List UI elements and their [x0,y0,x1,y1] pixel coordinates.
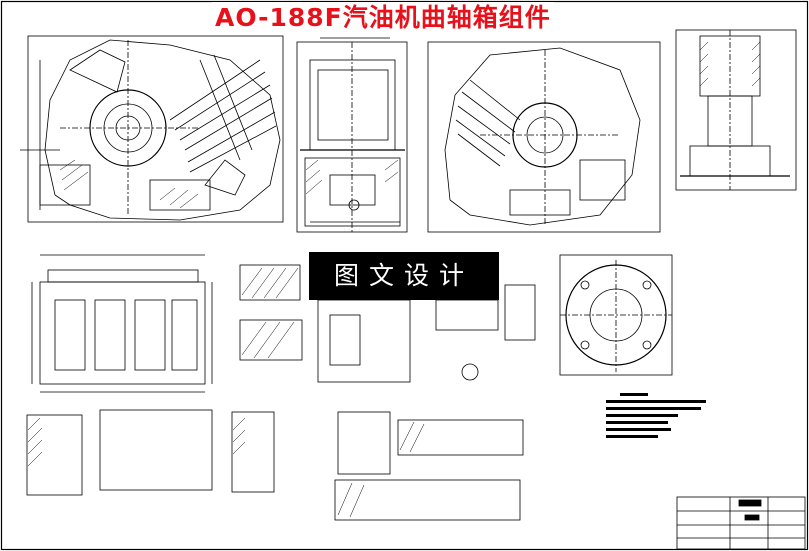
detail-section-views [239,264,536,383]
crankcase-side-view [296,37,408,233]
bottom-section-views [26,409,524,521]
watermark-banner: 图文设计 [309,252,499,300]
crankcase-top-view [31,254,213,393]
cylinder-section-view [675,29,797,191]
drawing-title: AO-188F汽油机曲轴箱组件 [212,2,554,34]
front-view-hatching [59,159,199,209]
title-block [676,496,806,550]
flange-end-view [559,254,673,376]
side-view-hatching [305,159,399,195]
detail-view-hatching [241,267,299,359]
bottom-view-hatching [27,417,425,518]
technical-requirements-block [606,393,706,438]
crankcase-rear-view [427,41,661,233]
crankcase-front-view [20,35,284,223]
section-view-hatching [699,41,761,87]
